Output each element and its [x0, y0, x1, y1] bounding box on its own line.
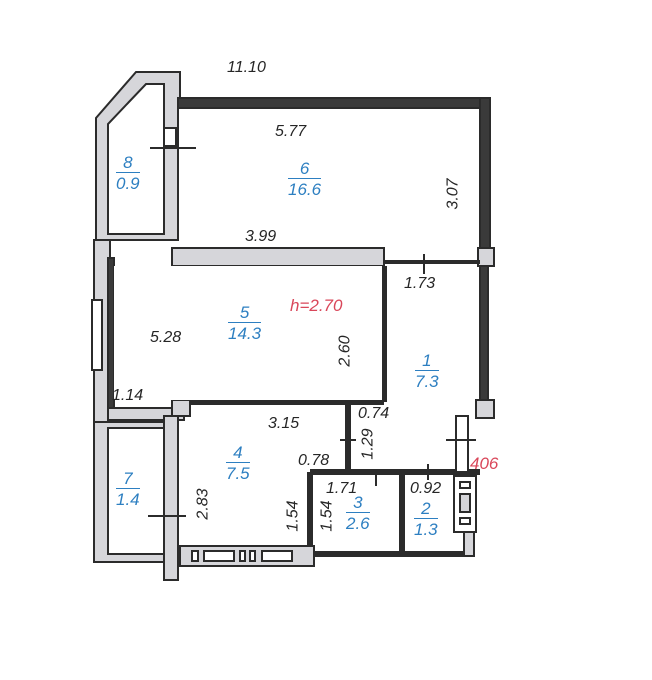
room-5-label: 5 14.3	[228, 304, 262, 343]
shaft-slot-1	[459, 481, 471, 489]
room-8-area: 0.9	[116, 174, 140, 193]
room-6-area: 16.6	[288, 180, 322, 199]
dim-1-14: 1.14	[112, 387, 144, 404]
dim-room3-width: 1.71	[326, 480, 358, 497]
room-2-label: 2 1.3	[414, 500, 438, 538]
column-right-2	[475, 399, 495, 419]
wall-6-5	[171, 247, 385, 267]
room-8-number: 8	[116, 154, 140, 173]
room-4-area: 7.5	[226, 464, 250, 483]
room-6-number: 6	[288, 160, 322, 179]
dim-3-99: 3.99	[245, 228, 277, 245]
room-3-label: 3 2.6	[346, 494, 370, 532]
balcony-7-inner	[107, 427, 171, 555]
room-7-label: 7 1.4	[116, 470, 140, 508]
column-5-4	[171, 399, 191, 417]
dim-room4-depth: 2.83	[194, 488, 212, 520]
room-7-number: 7	[116, 470, 140, 489]
apartment-number: 406	[470, 454, 499, 473]
room-1-area: 7.3	[415, 372, 439, 391]
room-1-label: 1 7.3	[415, 352, 439, 390]
sill-5	[261, 550, 293, 562]
window-room4-bottom	[179, 545, 315, 567]
sill-1	[191, 550, 199, 562]
ceiling-height-label: h=2.70	[290, 296, 343, 315]
dim-0-78: 0.78	[298, 452, 330, 469]
dim-1-73: 1.73	[404, 275, 436, 292]
wall-right-room6	[479, 97, 491, 251]
room-1-number: 1	[415, 352, 439, 371]
room5-floor	[114, 266, 382, 400]
dim-1-29: 1.29	[359, 428, 377, 460]
dim-room2-width: 0.92	[410, 480, 442, 497]
dim-0-74: 0.74	[358, 405, 390, 422]
wall-right-room1	[479, 265, 489, 403]
wall-top-room6	[177, 97, 491, 109]
room-6-label: 6 16.6	[288, 160, 322, 199]
room-4-label: 4 7.5	[226, 444, 250, 482]
room-5-area: 14.3	[228, 324, 262, 343]
dim-room6-depth: 3.07	[444, 178, 462, 210]
door-frame-right	[455, 415, 469, 473]
dim-room5-2-60: 2.60	[336, 335, 354, 367]
room-2-number: 2	[414, 500, 438, 519]
sill-3	[239, 550, 246, 562]
balcony-8-inner	[107, 83, 165, 235]
room-3-number: 3	[346, 494, 370, 513]
shaft-slot-3	[459, 517, 471, 525]
room-2-area: 1.3	[414, 520, 438, 539]
dim-room3-depth: 1.54	[318, 500, 336, 532]
dim-room4-width: 3.15	[268, 415, 300, 432]
shaft-slot-2	[459, 493, 471, 513]
room-7-area: 1.4	[116, 490, 140, 509]
window-5-left	[91, 299, 103, 371]
dim-room6-width: 5.77	[275, 123, 307, 140]
wall-right-shaft	[463, 531, 475, 557]
room-5-number: 5	[228, 304, 262, 323]
column-right-1	[477, 247, 495, 267]
overall-width-label: 11.10	[227, 59, 266, 76]
sill-4	[249, 550, 256, 562]
room-3-area: 2.6	[346, 514, 370, 533]
dim-room4-1-54: 1.54	[284, 500, 302, 532]
wall-7-4	[163, 415, 179, 581]
dim-room5-depth: 5.28	[150, 329, 182, 346]
window-8	[163, 127, 177, 147]
room-4-number: 4	[226, 444, 250, 463]
sill-2	[203, 550, 235, 562]
room-8-label: 8 0.9	[116, 154, 140, 192]
